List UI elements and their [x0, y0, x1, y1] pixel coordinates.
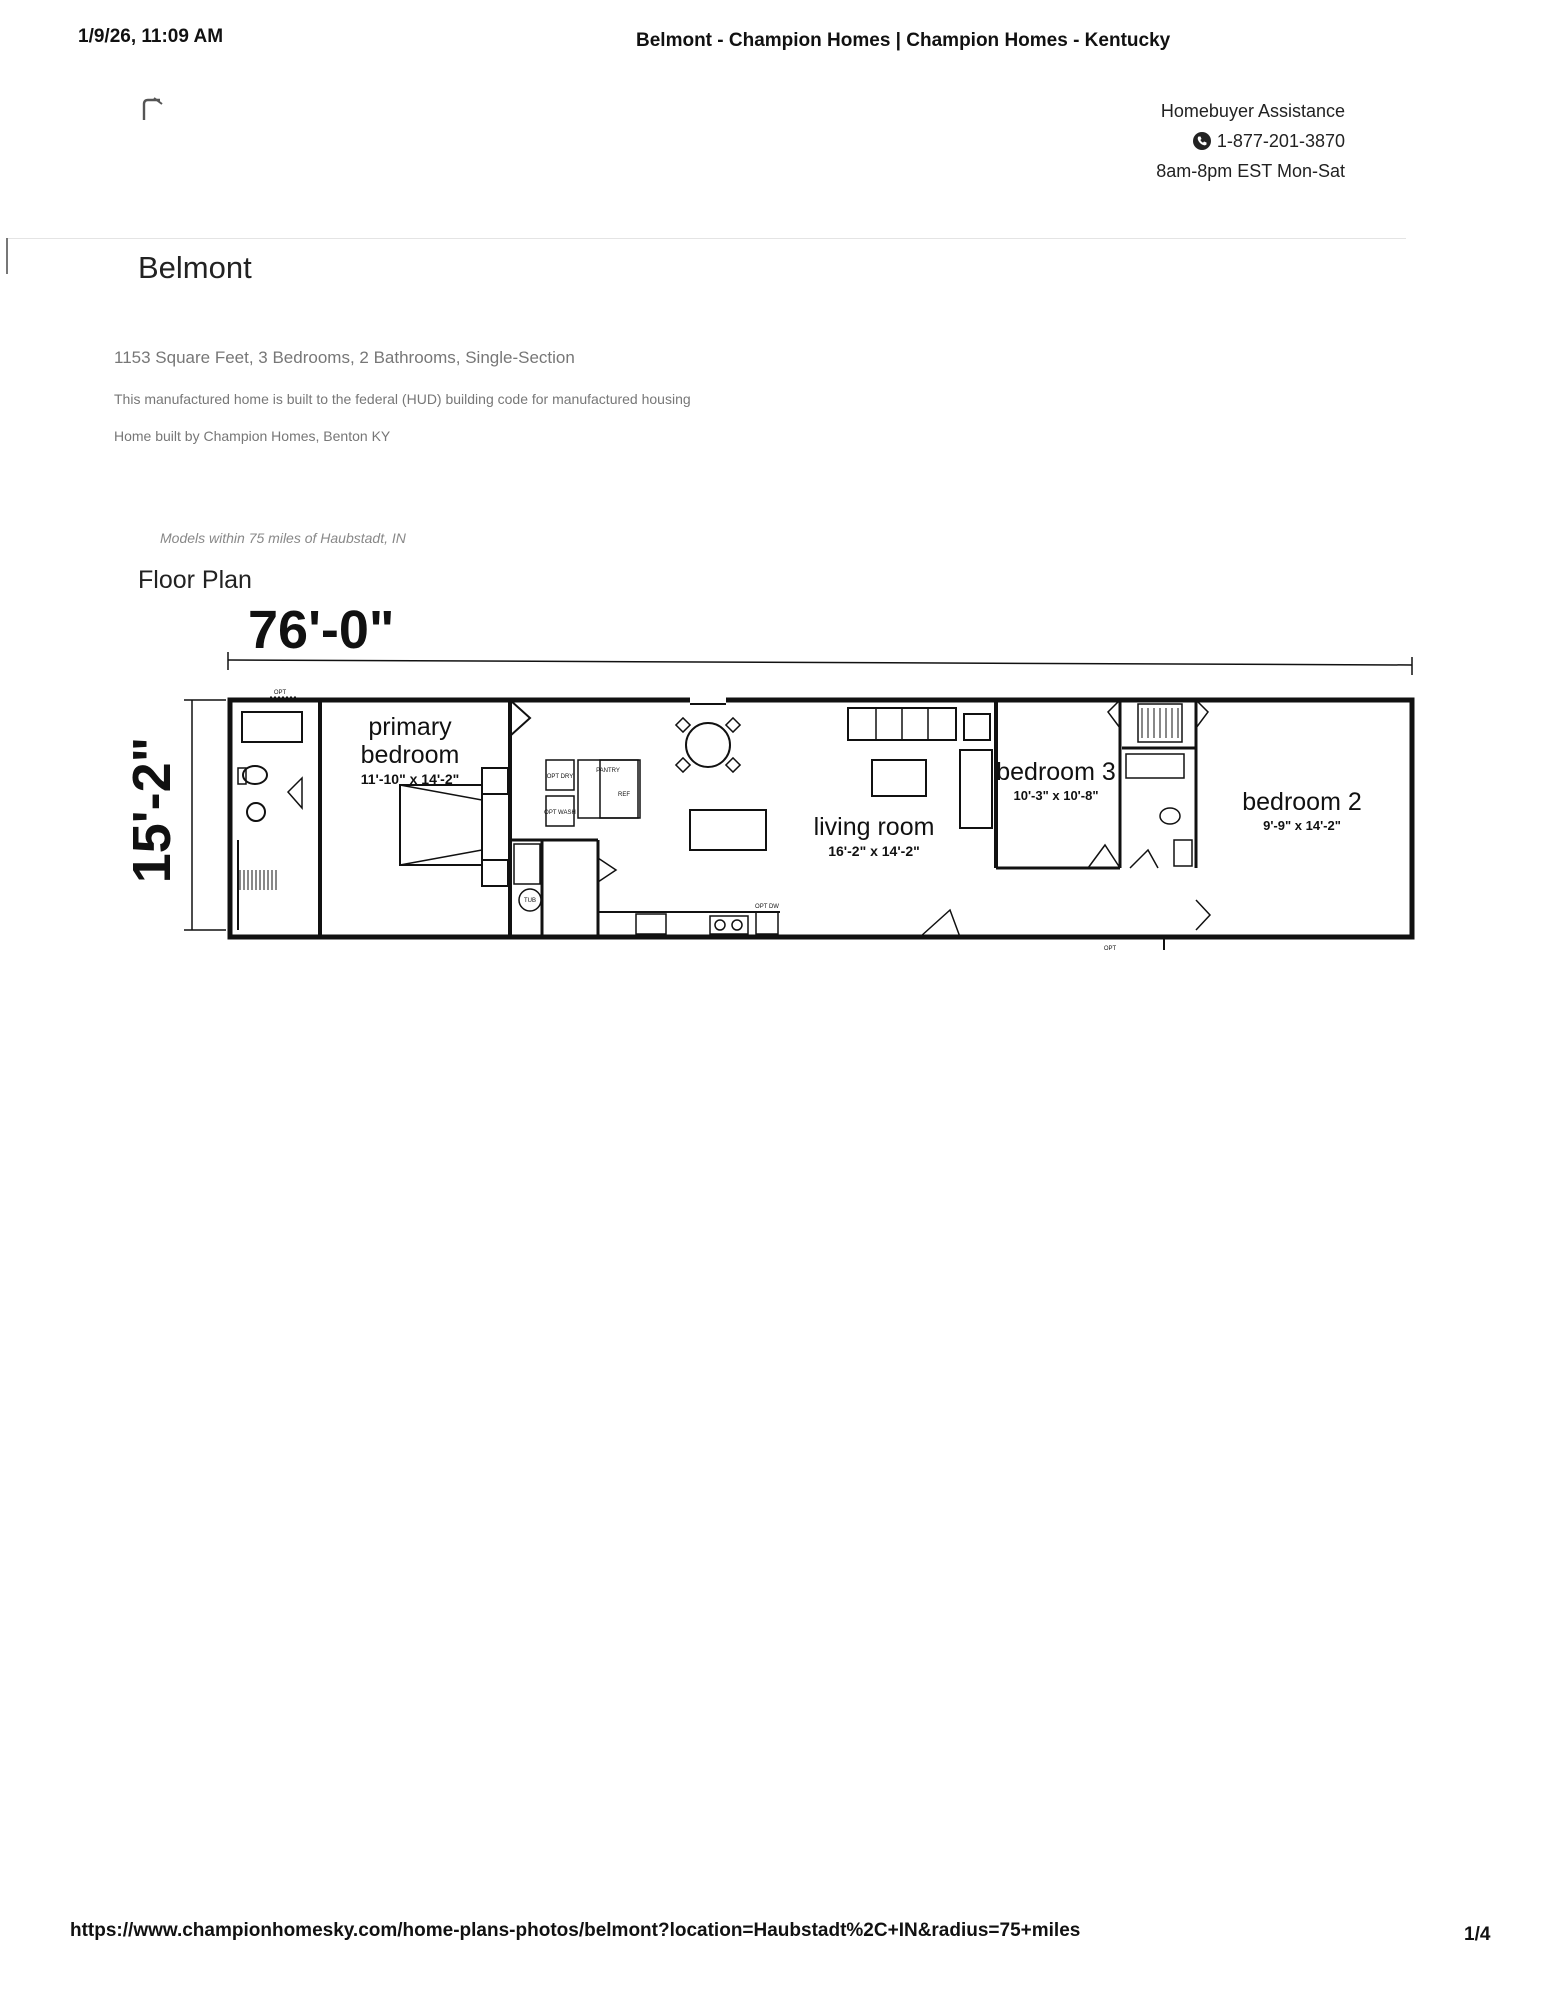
- phone-link[interactable]: 1-877-201-3870: [1156, 126, 1345, 156]
- width-dimension: 15'-2": [130, 737, 182, 884]
- bedroom-2-dim: 9'-9" x 14'-2": [1263, 818, 1341, 833]
- opt-dw-label: OPT DW: [755, 904, 779, 910]
- living-room-label: living room: [814, 813, 935, 841]
- homebuyer-assistance: Homebuyer Assistance 1-877-201-3870 8am-…: [1156, 96, 1345, 186]
- opt-label-top: OPT: [274, 690, 287, 696]
- floor-plan-drawing: 76'-0" 15'-2" primary bedroom 11'-10" x …: [130, 600, 1415, 952]
- bedroom-3-label: bedroom 3: [996, 758, 1116, 786]
- opt-wash-label: OPT WASH: [544, 810, 576, 816]
- assistance-label: Homebuyer Assistance: [1160, 101, 1345, 121]
- phone-number[interactable]: 1-877-201-3870: [1216, 131, 1345, 151]
- floor-plan-heading: Floor Plan: [138, 566, 252, 594]
- ref-label: REF: [618, 792, 630, 798]
- primary-bedroom-dim: 11'-10" x 14'-2": [361, 771, 460, 787]
- primary-bedroom-label-2: bedroom: [361, 741, 460, 769]
- living-room-dim: 16'-2" x 14'-2": [828, 843, 920, 859]
- page-url[interactable]: https://www.championhomesky.com/home-pla…: [70, 1920, 1081, 1941]
- opt-label-bottom: OPT: [1104, 946, 1117, 952]
- pantry-label: PANTRY: [596, 768, 620, 774]
- phone-icon: [1192, 132, 1211, 150]
- divider-tick: [6, 238, 8, 274]
- models-within-link[interactable]: Models within 75 miles of Haubstadt, IN: [160, 530, 406, 546]
- opt-dry-label: OPT DRY: [547, 774, 573, 780]
- builder-note: Home built by Champion Homes, Benton KY: [114, 428, 391, 444]
- model-specs: 1153 Square Feet, 3 Bedrooms, 2 Bathroom…: [114, 348, 575, 367]
- model-name: Belmont: [138, 250, 252, 285]
- bedroom-3-dim: 10'-3" x 10'-8": [1013, 788, 1098, 803]
- hud-note: This manufactured home is built to the f…: [114, 391, 691, 407]
- assistance-hours: 8am-8pm EST Mon-Sat: [1156, 161, 1345, 181]
- length-dimension: 76'-0": [248, 600, 395, 660]
- primary-bedroom-label-1: primary: [368, 713, 452, 741]
- champion-logo-icon[interactable]: [140, 96, 166, 122]
- bedroom-2-label: bedroom 2: [1242, 788, 1362, 816]
- tub-label: TUB: [524, 898, 536, 904]
- print-page-title: Belmont - Champion Homes | Champion Home…: [636, 30, 1171, 51]
- section-divider: [6, 238, 1406, 239]
- page-number: 1/4: [1464, 1924, 1491, 1945]
- print-date: 1/9/26, 11:09 AM: [78, 26, 224, 47]
